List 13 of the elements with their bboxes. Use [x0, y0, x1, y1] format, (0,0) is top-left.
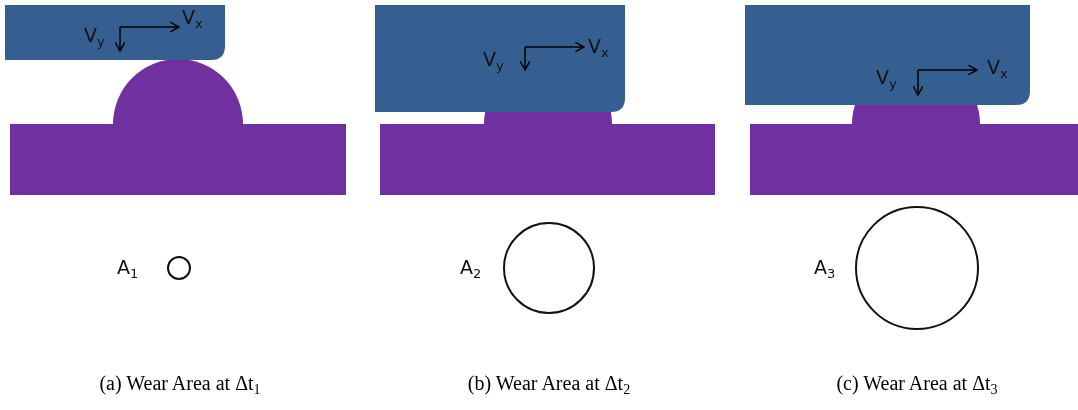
velocity-label: V$_{y}$ — [483, 50, 504, 72]
area-label: A$_{3}$ — [814, 258, 836, 280]
figure-caption: (b) Wear Area at Δt$_{2}$ — [467, 372, 631, 395]
velocity-label: V$_{x}$ — [588, 37, 609, 59]
velocity-label: V$_{y}$ — [876, 68, 897, 90]
velocity-label: V$_{y}$ — [84, 26, 105, 48]
velocity-label: V$_{x}$ — [987, 58, 1008, 80]
area-label: A$_{1}$ — [117, 258, 139, 280]
wear-area-circle — [167, 256, 191, 280]
figure-caption: (a) Wear Area at Δt$_{1}$ — [99, 372, 261, 395]
area-label: A$_{2}$ — [460, 258, 482, 280]
velocity-label: V$_{x}$ — [182, 8, 203, 30]
figure-caption: (c) Wear Area at Δt$_{3}$ — [836, 372, 998, 395]
